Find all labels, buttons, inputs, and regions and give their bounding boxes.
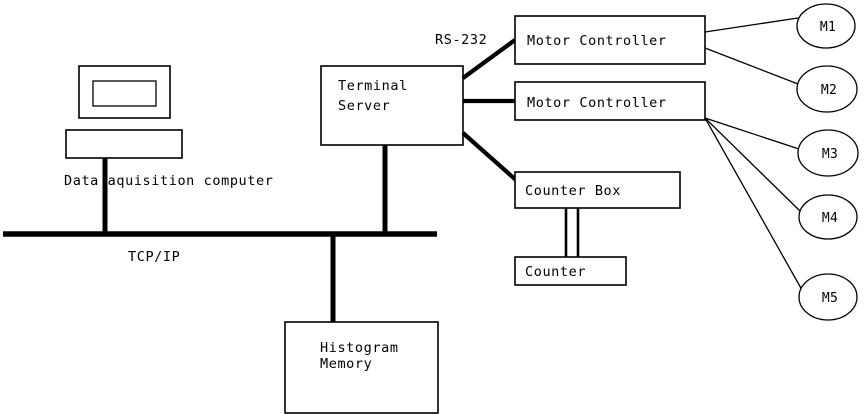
link-terminal-server-to-counter-box: [461, 131, 518, 182]
counter-box-label: Counter Box: [525, 183, 621, 199]
terminal-server-label-line2: Server: [338, 98, 390, 114]
motor-m4-ellipse: [798, 194, 858, 240]
histogram-memory-label-line1: Histogram: [320, 340, 399, 356]
terminal-server-label-line1: Terminal: [338, 78, 408, 94]
motor-m4-label: M4: [822, 211, 838, 226]
histogram-memory-label-line2: Memory: [320, 356, 372, 372]
motor-m3-label: M3: [822, 147, 838, 162]
motor-m1-ellipse: [796, 3, 856, 49]
motor-m2-ellipse: [796, 65, 858, 113]
tcpip-bus-label: TCP/IP: [128, 249, 180, 265]
histogram-memory-node[interactable]: Histogram Memory: [284, 321, 439, 414]
link-motor-controller-2-to-m5: [704, 117, 803, 291]
link-motor-controller-2-to-m4: [704, 117, 802, 213]
counter-node[interactable]: Counter: [514, 256, 627, 286]
motor-controller-2-node[interactable]: Motor Controller: [514, 81, 706, 121]
motor-m3-node[interactable]: M3: [797, 129, 859, 177]
motor-m2-label: M2: [821, 83, 837, 98]
motor-controller-1-label: Motor Controller: [527, 33, 667, 49]
link-motor-controller-1-to-m1: [704, 17, 799, 33]
data-acquisition-computer[interactable]: [65, 65, 183, 159]
motor-controller-2-box: [514, 81, 706, 121]
counter-box-outline: [514, 256, 627, 286]
motor-controller-2-label: Motor Controller: [527, 95, 667, 111]
link-terminal-server-to-motor-controller-1: [461, 38, 517, 80]
computer-base-icon: [65, 129, 183, 159]
motor-m3-ellipse: [797, 129, 859, 177]
rs232-label: RS-232: [435, 32, 487, 48]
motor-m5-ellipse: [798, 273, 858, 321]
link-motor-controller-1-to-m2: [704, 47, 799, 85]
motor-controller-1-node[interactable]: Motor Controller: [514, 15, 706, 65]
motor-m2-node[interactable]: M2: [796, 65, 858, 113]
motor-m5-node[interactable]: M5: [798, 273, 858, 321]
monitor-screen-icon: [92, 80, 157, 107]
data-acquisition-computer-label: Data aquisition computer: [64, 173, 273, 189]
link-motor-controller-2-to-m3: [704, 117, 800, 150]
motor-m4-node[interactable]: M4: [798, 194, 858, 240]
motor-m1-node[interactable]: M1: [796, 3, 856, 49]
terminal-server-node[interactable]: Terminal Server: [320, 65, 464, 146]
motor-m5-label: M5: [822, 291, 838, 306]
counter-label: Counter: [525, 264, 586, 280]
motor-controller-1-box: [514, 15, 706, 65]
histogram-memory-box: [284, 321, 439, 414]
counter-box-rect: [514, 171, 681, 209]
terminal-server-box: [320, 65, 464, 146]
counter-box-node[interactable]: Counter Box: [514, 171, 681, 209]
motor-m1-label: M1: [820, 20, 836, 35]
